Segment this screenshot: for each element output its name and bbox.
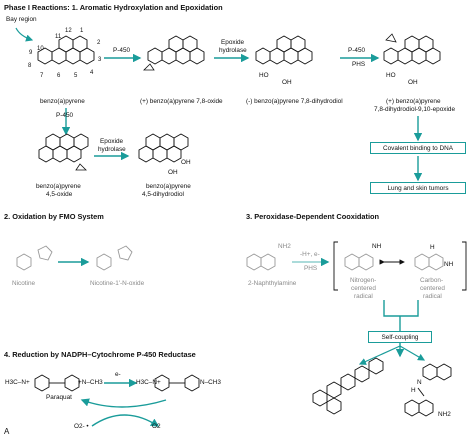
- structure-78-dihydrodiol: [255, 35, 313, 65]
- arrow-redox-cycle-bottom: [91, 414, 160, 427]
- arrow-self-coupling-right: [399, 345, 426, 361]
- ring-number-3: 3: [98, 57, 102, 63]
- structure-diol-epoxide: [383, 33, 441, 65]
- section3-title: 3. Peroxidase-Dependent Cooxidation: [246, 212, 380, 221]
- label-electron: e-: [115, 371, 121, 378]
- ring-number-11: 11: [55, 34, 62, 40]
- arrow-self-coupling-left: [358, 345, 401, 365]
- label-oh-a: OH: [282, 79, 292, 86]
- structure-nicotine: [16, 245, 53, 271]
- structure-aminobinaphthyl: [404, 363, 452, 417]
- label-nh-carbon: NH: [444, 261, 454, 268]
- bracket-radicals: [333, 241, 467, 291]
- label-ch3-radical: N–CH3: [200, 379, 221, 386]
- arrow-self-coupling-in: [383, 300, 419, 317]
- compound-paraquat: Paraquat: [46, 394, 72, 401]
- label-h-product: H: [411, 387, 416, 394]
- bay-region-label: Bay region: [6, 16, 37, 23]
- enzyme-phs: PHS: [352, 61, 366, 68]
- self-coupling-box: Self-coupling: [368, 331, 432, 343]
- structure-nicotine-oxide: [96, 245, 133, 271]
- enzyme-epoxide-hydrolase-2-line2: hydrolase: [98, 146, 126, 153]
- ring-number-8: 8: [28, 63, 32, 69]
- radical-n-line1: Nitrogen-: [350, 277, 377, 284]
- compound-45-dihydrodiol-line2: 4,5-dihydrodiol: [142, 191, 184, 198]
- compound-45-oxide-line2: 4,5-oxide: [46, 191, 73, 198]
- label-n-product: N: [417, 379, 422, 386]
- arrow-label-electron-loss: -H+, e-: [300, 251, 320, 258]
- label-nh2-product: NH2: [438, 411, 451, 418]
- label-nh-radical: NH: [372, 243, 382, 250]
- enzyme-p450-a: P-450: [113, 47, 131, 54]
- structure-nitrogen-radical: [344, 253, 374, 271]
- structure-benzo-a-pyrene: [37, 35, 95, 65]
- radical-n-line2: centered: [351, 285, 376, 292]
- ring-number-12: 12: [65, 28, 72, 34]
- structure-45-dihydrodiol: [138, 133, 189, 163]
- compound-diol-epoxide-line2: 7,8-dihydrodiol-9,10-epoxide: [374, 106, 456, 113]
- radical-c-line1: Carbon-: [420, 277, 444, 284]
- ring-number-6: 6: [57, 73, 61, 79]
- enzyme-p450-down: P-450: [56, 112, 74, 119]
- label-oh-b: OH: [408, 79, 418, 86]
- label-h3c-paraquat: H3C–N+: [5, 379, 30, 386]
- label-ho-b: HO: [386, 72, 396, 79]
- bay-region-arrow: [15, 27, 34, 42]
- label-ho-a: HO: [259, 72, 269, 79]
- enzyme-epoxide-hydrolase-2-line1: Epoxide: [100, 138, 124, 145]
- ring-number-5: 5: [74, 73, 78, 79]
- compound-45-dihydrodiol-line1: benzo(a)pyrene: [146, 183, 191, 190]
- label-h3c-radical: H3C–N+: [136, 379, 161, 386]
- compound-nicotine-n-oxide: Nicotine-1'-N-oxide: [90, 280, 145, 287]
- arrow-redox-cycle-top: [80, 398, 167, 408]
- label-oh-c: OH: [181, 159, 191, 166]
- structure-dibenzophenazine: [312, 357, 384, 415]
- radical-n-line3: radical: [354, 293, 373, 300]
- ring-number-9: 9: [29, 50, 33, 56]
- section1-title: Phase I Reactions: 1. Aromatic Hydroxyla…: [4, 3, 223, 12]
- label-superoxide: O2- •: [74, 423, 89, 430]
- ring-number-4: 4: [90, 70, 94, 76]
- compound-2-naphthylamine: 2-Naphthylamine: [248, 280, 297, 287]
- section4-title: 4. Reduction by NADPH–Cytochrome P-450 R…: [4, 350, 196, 359]
- label-oh-d: OH: [168, 169, 178, 176]
- compound-78-oxide: (+) benzo(a)pyrene 7,8-oxide: [140, 98, 223, 105]
- enzyme-epoxide-hydrolase-1-line2: hydrolase: [219, 47, 247, 54]
- compound-diol-epoxide-line1: (+) benzo(a)pyrene: [386, 98, 441, 105]
- structure-paraquat-radical: [154, 374, 200, 392]
- compound-nicotine: Nicotine: [12, 280, 36, 287]
- structure-paraquat: [34, 374, 80, 392]
- structure-2-naphthylamine: [246, 253, 276, 271]
- outcome-dna-box: Covalent binding to DNA: [370, 142, 466, 154]
- arrow-label-phs: PHS: [304, 265, 318, 272]
- label-ch3-paraquat: +N–CH3: [78, 379, 103, 386]
- outcome-tumors-box: Lung and skin tumors: [370, 182, 466, 194]
- section2-title: 2. Oxidation by FMO System: [4, 212, 104, 221]
- structure-carbon-radical: [414, 253, 444, 271]
- compound-45-oxide-line1: benzo(a)pyrene: [36, 183, 81, 190]
- enzyme-p450-b: P-450: [348, 47, 366, 54]
- ring-number-2: 2: [97, 40, 101, 46]
- radical-c-line3: radical: [423, 293, 442, 300]
- label-nh2-reactant: NH2: [278, 243, 291, 250]
- ring-number-7: 7: [40, 73, 44, 79]
- ring-number-10: 10: [37, 46, 44, 52]
- label-h-carbon: H: [430, 244, 435, 251]
- compound-78-dihydrodiol: (-) benzo(a)pyrene 7,8-dihydrodiol: [246, 98, 343, 105]
- structure-45-oxide: [38, 133, 89, 171]
- compound-benzo-a-pyrene: benzo(a)pyrene: [40, 98, 85, 105]
- radical-c-line2: centered: [420, 285, 445, 292]
- panel-letter: A: [4, 427, 10, 436]
- label-oxygen: O2: [152, 423, 161, 430]
- enzyme-epoxide-hydrolase-1-line1: Epoxide: [221, 39, 245, 46]
- ring-number-1: 1: [80, 28, 84, 34]
- structure-78-oxide: [143, 35, 205, 71]
